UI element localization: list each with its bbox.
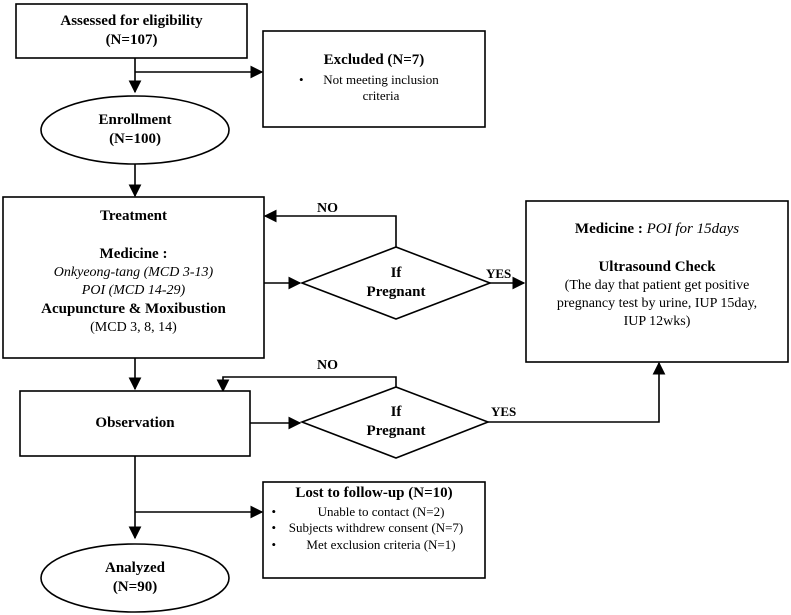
observation-box-shape	[19, 390, 251, 457]
treatment-acupuncture-days: (MCD 3, 8, 14)	[90, 320, 177, 336]
observation-title: Observation	[95, 415, 175, 432]
treatment-box-shape	[2, 196, 265, 359]
followup-check-detail: (The day that patient get positive pregn…	[556, 278, 758, 330]
excluded-box: Excluded (N=7) Not meeting inclusion cri…	[263, 31, 485, 127]
treatment-medicine-1: Onkyeong-tang (MCD 3-13)	[53, 265, 214, 281]
pregnant-followup-box: Medicine : POI for 15days Ultrasound Che…	[526, 201, 788, 362]
followup-medicine-value: POI for 15days	[646, 221, 740, 237]
lost-title: Lost to follow-up (N=10)	[295, 485, 453, 501]
analyzed-count: (N=90)	[112, 579, 158, 595]
decision2-line1: If	[390, 404, 402, 421]
decision1-label: If Pregnant	[336, 258, 456, 308]
treatment-title: Treatment	[100, 208, 167, 224]
excluded-item: Not meeting inclusion criteria	[299, 72, 449, 105]
observation-box: Observation	[20, 391, 250, 456]
analyzed-node: Analyzed (N=90)	[41, 544, 229, 612]
followup-medicine-label: Medicine :	[574, 221, 643, 237]
assessed-count: (N=107)	[105, 32, 158, 48]
pregnant-followup-box-shape	[525, 200, 789, 363]
enrollment-count: (N=100)	[109, 131, 161, 147]
decision1-line1: If	[390, 265, 402, 282]
excluded-list: Not meeting inclusion criteria	[299, 72, 449, 105]
assessed-box: Assessed for eligibility (N=107)	[16, 4, 247, 58]
assessed-title: Assessed for eligibility	[60, 13, 203, 30]
decision1-no-label: NO	[317, 201, 338, 216]
lost-item: Subjects withdrew consent (N=7)	[272, 520, 477, 537]
decision2-yes-label: YES	[491, 404, 517, 419]
lost-followup-box: Lost to follow-up (N=10) Unable to conta…	[263, 482, 485, 578]
arrow-decision2-yes	[488, 361, 666, 423]
decision1-yes-label: YES	[486, 266, 512, 281]
analyzed-ellipse-shape	[40, 543, 230, 613]
treatment-box: Treatment Medicine : Onkyeong-tang (MCD …	[3, 197, 264, 358]
enrollment-node: Enrollment (N=100)	[41, 96, 229, 164]
lost-item: Unable to contact (N=2)	[272, 504, 477, 521]
excluded-title: Excluded (N=7)	[323, 52, 425, 68]
lost-list: Unable to contact (N=2) Subjects withdre…	[272, 504, 477, 555]
enrollment-ellipse-shape	[40, 95, 230, 165]
followup-check-title: Ultrasound Check	[598, 259, 716, 276]
lost-item: Met exclusion criteria (N=1)	[272, 537, 477, 554]
enrollment-title: Enrollment	[98, 112, 172, 129]
decision1-diamond-shape	[299, 246, 493, 320]
treatment-acupuncture: Acupuncture & Moxibustion	[41, 301, 226, 318]
decision1-line2: Pregnant	[366, 284, 426, 300]
decision2-no-label: NO	[317, 358, 338, 373]
analyzed-title: Analyzed	[105, 560, 165, 577]
treatment-medicine-label: Medicine :	[99, 246, 168, 263]
decision2-label: If Pregnant	[336, 397, 456, 447]
arrow-decision2-no	[216, 376, 397, 393]
followup-medicine: Medicine : POI for 15days	[575, 220, 739, 239]
assessed-box-shape	[15, 3, 248, 59]
treatment-medicine-2: POI (MCD 14-29)	[81, 283, 186, 299]
decision2-diamond-shape	[299, 386, 491, 459]
arrow-decision1-no	[263, 209, 397, 247]
decision2-line2: Pregnant	[366, 423, 426, 439]
